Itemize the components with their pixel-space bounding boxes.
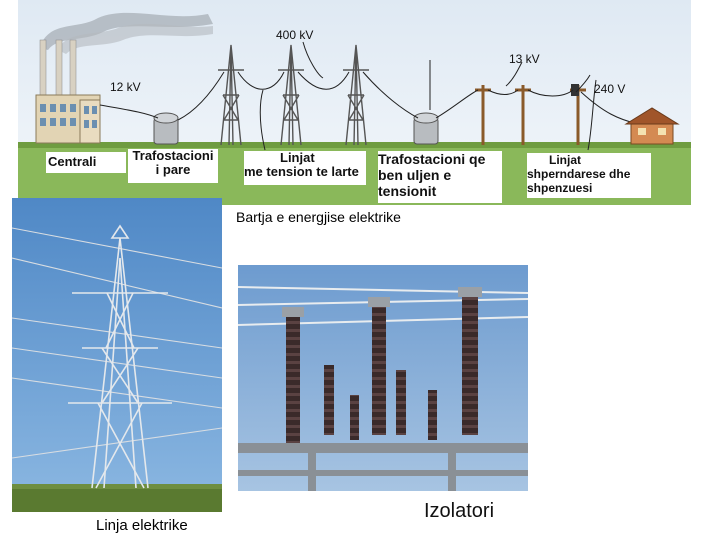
insulator-column-2 xyxy=(368,297,390,435)
voltage-label-400kv: 400 kV xyxy=(276,28,314,42)
caption-insulators: Izolatori xyxy=(424,500,495,522)
power-plant-icon xyxy=(35,39,101,144)
insulator-column-3 xyxy=(458,287,482,435)
photo-insulators xyxy=(237,265,529,491)
step-up-transformer-icon xyxy=(153,112,179,145)
house-icon xyxy=(624,107,680,145)
voltage-label-13kv: 13 kV xyxy=(509,52,540,66)
voltage-label-12kv: 12 kV xyxy=(110,80,141,94)
label-step-down-substation: Trafostacioni qe ben uljen e tensionit xyxy=(378,151,502,203)
step-down-transformer-icon xyxy=(413,112,439,145)
tower-photo-illustration xyxy=(11,198,223,512)
insulator-column-1 xyxy=(282,307,304,445)
photo-transmission-tower xyxy=(11,198,223,512)
steel-frame xyxy=(238,443,528,491)
power-transmission-diagram: 400 kV 12 kV 13 kV 240 V Centrali Trafos… xyxy=(18,0,691,205)
lattice-tower xyxy=(68,224,172,489)
pole-transformer-icon xyxy=(571,84,579,96)
label-high-voltage-lines: Linjat me tension te larte xyxy=(244,151,366,185)
small-insulators xyxy=(324,365,437,440)
tower-3 xyxy=(343,44,369,146)
insulators-photo-illustration xyxy=(237,265,529,491)
smoke-cloud xyxy=(40,12,213,50)
label-distribution-lines: Linjat shperndarese dhe shpenzuesi xyxy=(527,153,651,198)
tower-2 xyxy=(278,44,304,146)
label-step-up-substation: Trafostacioni i pare xyxy=(128,149,218,183)
diagram-caption: Bartja e energjise elektrike xyxy=(236,209,401,225)
label-power-plant: Centrali xyxy=(46,152,126,173)
label-pointers xyxy=(259,41,597,151)
voltage-label-240v: 240 V xyxy=(594,82,626,96)
transmission-towers xyxy=(218,44,369,146)
caption-power-line: Linja elektrike xyxy=(96,517,188,534)
tower-1 xyxy=(218,44,244,146)
